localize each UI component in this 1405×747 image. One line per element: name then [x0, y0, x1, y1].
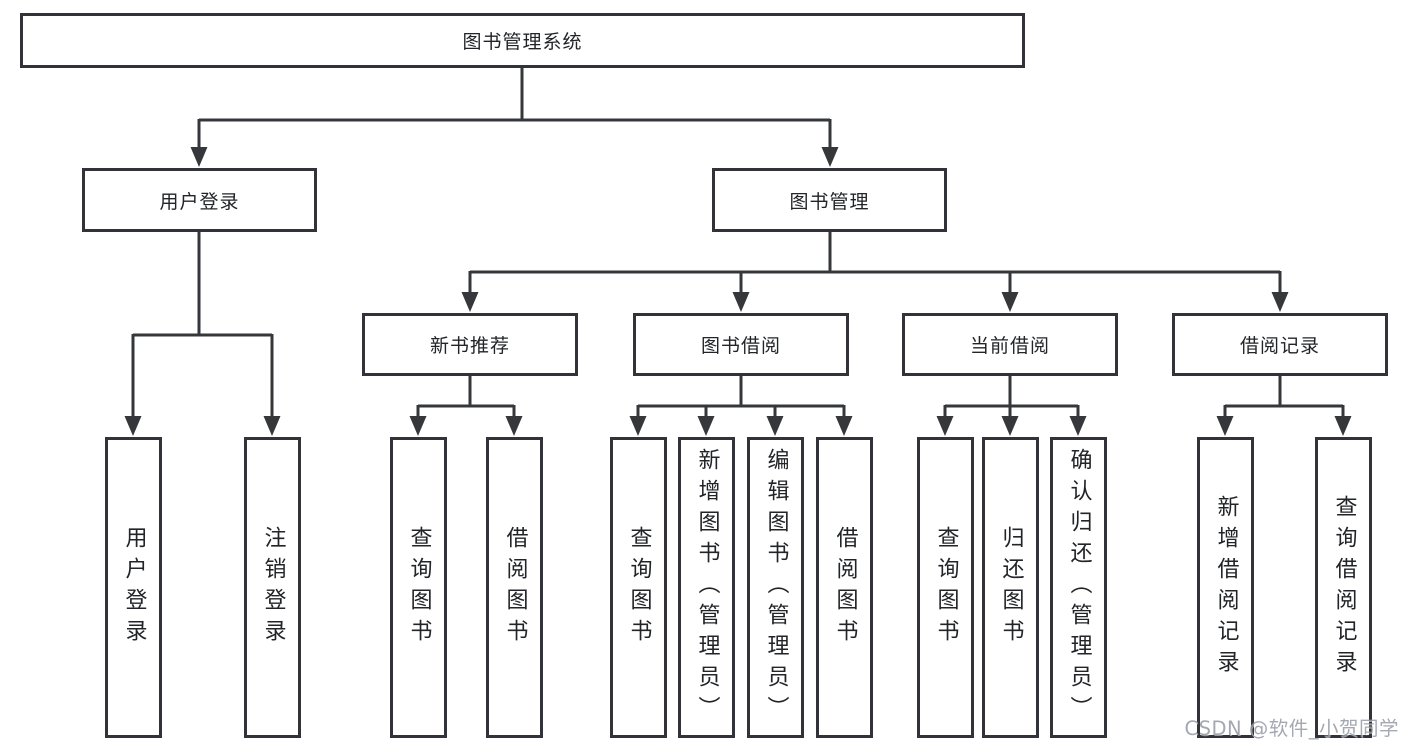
node-label: 新增借阅记录	[1213, 494, 1239, 681]
leaf-query-books-2: 查询图书	[610, 437, 667, 738]
arrowhead	[629, 416, 647, 436]
connector-book-mgmt	[468, 231, 1282, 295]
leaf-query-books-1: 查询图书	[390, 437, 447, 738]
connector-root	[197, 68, 832, 150]
node-label: 查询图书	[406, 525, 432, 650]
node-label: 编辑图书（管理员）	[763, 448, 789, 727]
node-label: 借阅记录	[1239, 335, 1320, 357]
leaf-confirm-return-admin: 确认归还（管理员）	[1050, 437, 1107, 738]
csdn-watermark: CSDN @软件_小贺同学	[1184, 717, 1399, 740]
arrowhead	[124, 416, 142, 436]
node-current-borrowing: 当前借阅	[902, 313, 1118, 376]
leaf-edit-books-admin: 编辑图书（管理员）	[747, 437, 804, 738]
node-label: 图书借阅	[700, 335, 781, 357]
arrowhead	[697, 416, 715, 436]
arrowhead	[1001, 416, 1019, 436]
node-label: 查询图书	[626, 525, 652, 650]
node-book-management: 图书管理	[712, 168, 947, 232]
arrowhead	[461, 292, 479, 312]
arrowhead	[936, 416, 954, 436]
leaf-return-books: 归还图书	[982, 437, 1039, 738]
leaf-add-books-admin: 新增图书（管理员）	[678, 437, 735, 738]
connector-current	[943, 375, 1080, 420]
arrowhead	[835, 416, 853, 436]
arrowhead	[766, 416, 784, 436]
arrowhead	[505, 416, 523, 436]
node-user-login: 用户登录	[82, 168, 317, 232]
node-label: 新书推荐	[429, 335, 510, 357]
node-book-borrowing: 图书借阅	[633, 313, 849, 376]
leaf-logout: 注销登录	[244, 437, 301, 738]
arrowhead	[821, 147, 839, 167]
node-label: 图书管理系统	[462, 31, 583, 53]
node-new-book-recommend: 新书推荐	[362, 313, 578, 376]
connector-new-books	[416, 375, 516, 420]
node-label: 归还图书	[998, 525, 1024, 650]
arrowhead	[732, 292, 750, 312]
leaf-borrow-books-2: 借阅图书	[816, 437, 873, 738]
connector-borrowing	[636, 375, 846, 420]
leaf-add-borrow-record: 新增借阅记录	[1197, 437, 1254, 738]
connector-records	[1223, 375, 1345, 420]
leaf-query-borrow-record: 查询借阅记录	[1315, 437, 1372, 738]
leaf-user-login: 用户登录	[105, 437, 162, 738]
node-label: 图书管理	[789, 190, 870, 213]
node-label: 确认归还（管理员）	[1066, 448, 1092, 727]
node-label: 新增图书（管理员）	[694, 448, 720, 727]
node-label: 注销登录	[260, 525, 286, 650]
arrowhead	[1001, 292, 1019, 312]
arrowhead	[1334, 416, 1352, 436]
arrowhead	[1216, 416, 1234, 436]
arrowhead	[190, 147, 208, 167]
node-label: 查询图书	[933, 525, 959, 650]
node-label: 借阅图书	[502, 525, 528, 650]
connector-user-login	[131, 231, 274, 420]
node-library-management-system: 图书管理系统	[20, 13, 1025, 68]
arrowhead	[1069, 416, 1087, 436]
node-borrowing-records: 借阅记录	[1172, 313, 1388, 376]
node-label: 当前借阅	[969, 335, 1050, 357]
arrowhead	[409, 416, 427, 436]
arrowhead	[1271, 292, 1289, 312]
node-label: 查询借阅记录	[1331, 494, 1357, 681]
node-label: 借阅图书	[832, 525, 858, 650]
node-label: 用户登录	[159, 190, 240, 213]
node-label: 用户登录	[121, 525, 147, 650]
leaf-borrow-books-1: 借阅图书	[486, 437, 543, 738]
leaf-query-books-3: 查询图书	[917, 437, 974, 738]
arrowhead	[263, 416, 281, 436]
